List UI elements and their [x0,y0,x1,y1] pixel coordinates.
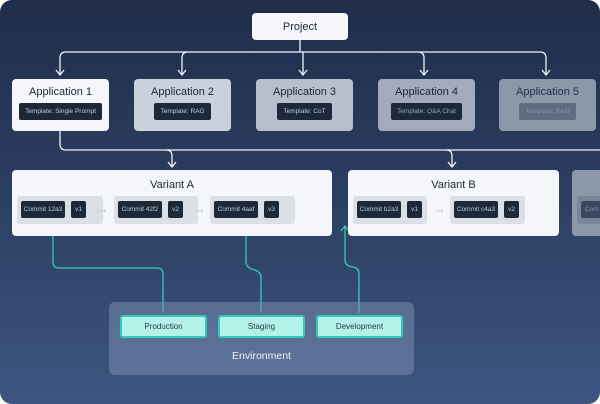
commit-chip: Commit 42f2 [118,201,162,218]
commit-group[interactable]: Commit 42f2 v2 [114,196,198,224]
commit-chip: Commit 12a3 [21,201,65,218]
template-chip: Template: Q&A Chat [391,103,462,120]
application-4[interactable]: Application 4 Template: Q&A Chat [378,79,475,131]
application-3[interactable]: Application 3 Template: CoT [256,79,353,131]
template-chip: Template: RAG [519,103,576,120]
variant-a[interactable]: Variant A Commit 12a3 v1 → Commit 42f2 v… [12,170,332,236]
env-development[interactable]: Development [316,315,403,338]
project-label: Project [282,20,318,33]
arrow-right-icon: → [96,201,109,216]
version-chip: v1 [71,201,86,218]
env-label: Staging [247,322,276,331]
app-title: Application 1 [29,86,92,98]
version-chip: v3 [264,201,279,218]
env-label: Production [144,322,183,331]
template-chip: Template: RAG [154,103,211,120]
variant-title: Variant A [150,179,194,191]
env-staging[interactable]: Staging [218,315,305,338]
arrow-right-icon: → [433,201,446,216]
env-label: Development [335,322,384,331]
env-production[interactable]: Production [120,315,207,338]
environment-panel: Production Staging Development Environme… [109,302,414,375]
arrowheads-apps [55,69,551,77]
variant-c-partial[interactable]: Com [572,170,600,236]
commit-group[interactable]: Commit 4aaf v3 [210,196,295,224]
template-chip: Template: CoT [277,103,332,120]
template-chip: Template: Single Prompt [19,103,102,120]
application-1[interactable]: Application 1 Template: Single Prompt [12,79,109,131]
variant-title: Variant B [431,179,476,191]
commit-chip: Commit c4a3 [454,201,498,218]
project-connector [59,40,547,74]
commit-chip: Commit 4aaf [214,201,258,218]
arrow-right-icon: → [193,201,206,216]
version-chip: v2 [504,201,519,218]
variant-b[interactable]: Variant B Commit b2a3 v1 → Commit c4a3 v… [348,170,559,236]
commit-group[interactable]: Commit b2a3 v1 [353,196,427,224]
application-2[interactable]: Application 2 Template: RAG [134,79,231,131]
staging-link [241,224,262,313]
environment-label: Environment [232,350,291,362]
development-link [340,224,360,313]
commit-group[interactable]: Com [577,196,600,224]
app-title: Application 5 [516,86,579,98]
commit-group[interactable]: Commit 12a3 v1 [17,196,103,224]
commit-chip: Commit b2a3 [357,201,401,218]
application-5[interactable]: Application 5 Template: RAG [499,79,596,131]
project-node[interactable]: Project [252,13,348,40]
app-title: Application 4 [395,86,458,98]
version-chip: v1 [407,201,422,218]
version-chip: v2 [168,201,183,218]
production-link [48,224,164,313]
app-title: Application 3 [273,86,336,98]
app-title: Application 2 [151,86,214,98]
commit-chip: Com [581,201,600,218]
application-variant-connector [59,131,600,169]
commit-group[interactable]: Commit c4a3 v2 [450,196,525,224]
